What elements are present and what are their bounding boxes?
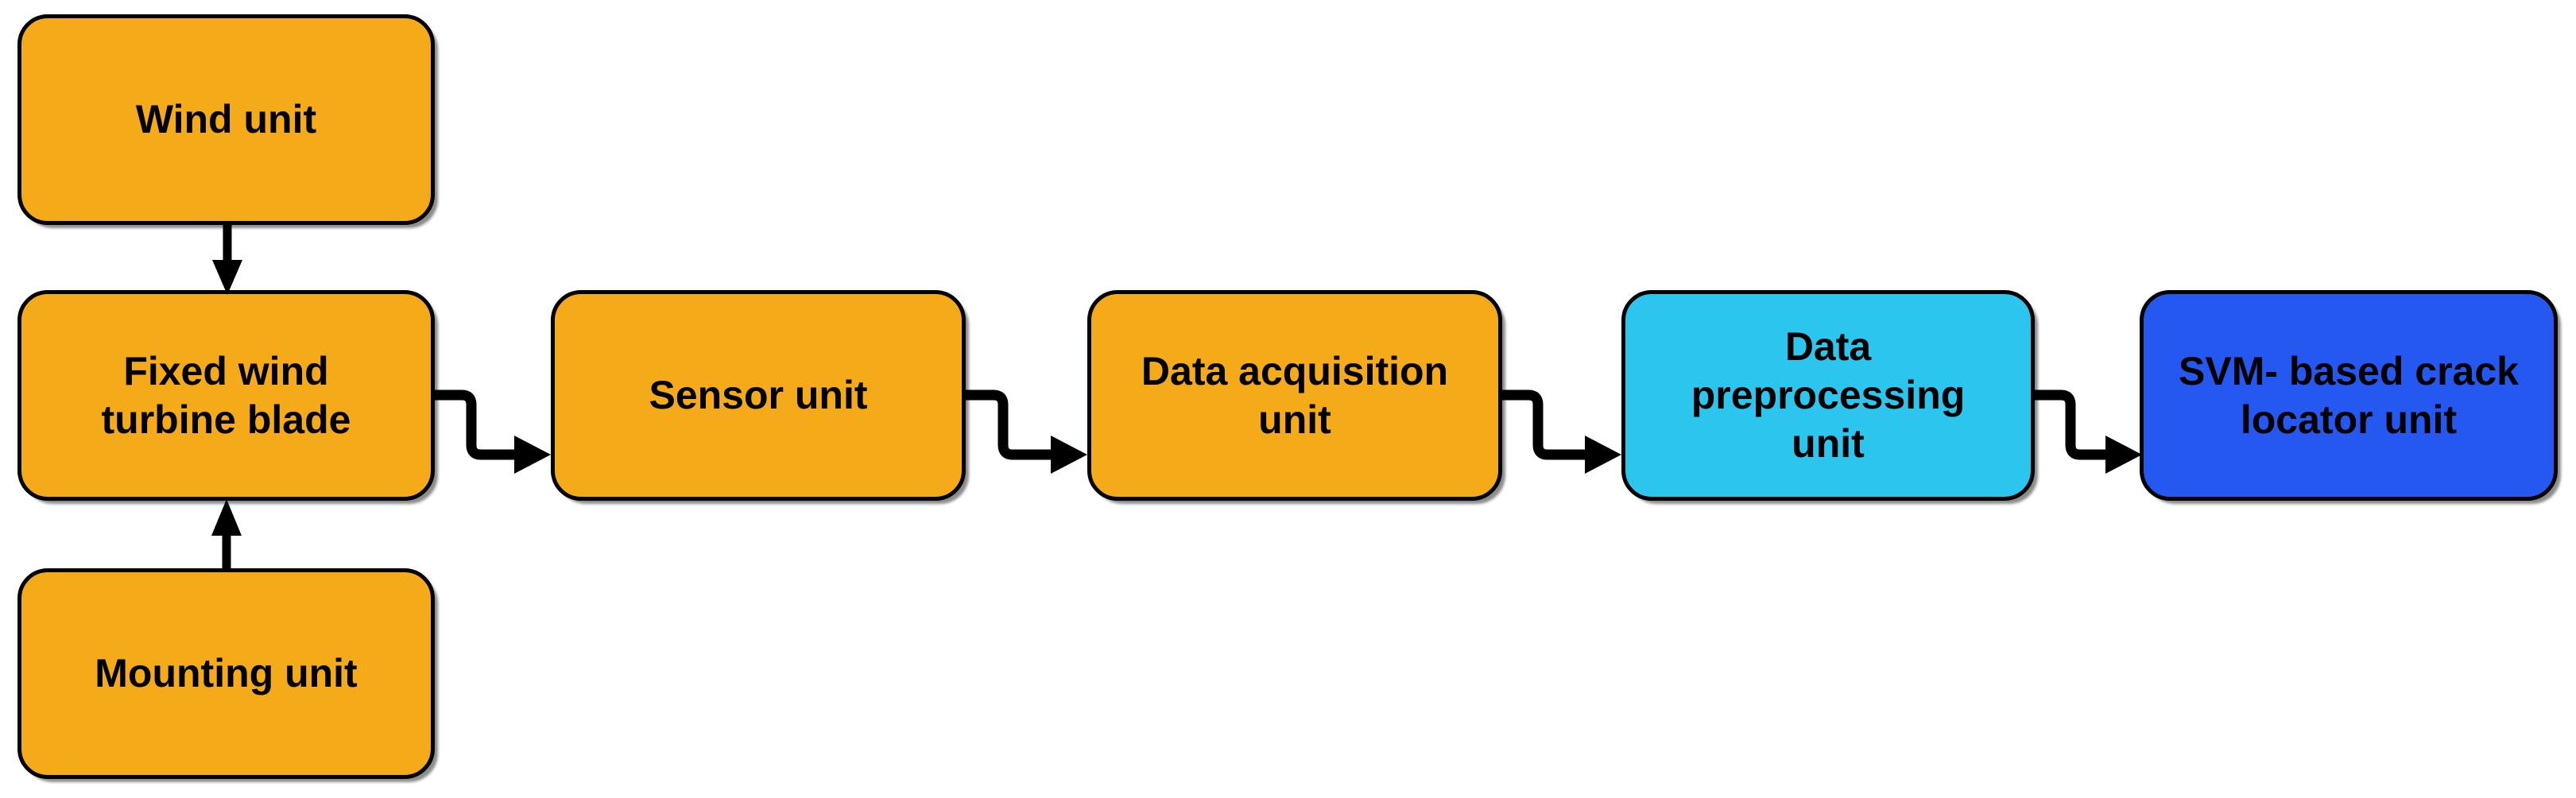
node-mounting-unit-label: Mounting unit [95, 651, 358, 695]
node-mounting-unit: Mounting unit [17, 568, 435, 779]
node-data-preprocessing-unit: Data preprocessing unit [1621, 290, 2035, 501]
node-data-preprocessing-unit-label: Data preprocessing unit [1691, 324, 1966, 466]
node-data-acquisition-unit: Data acquisition unit [1087, 290, 1502, 501]
node-fixed-wind-turbine-blade: Fixed wind turbine blade [17, 290, 435, 501]
node-svm-based-crack-locator-unit-label: SVM- based crack locator unit [2179, 348, 2519, 442]
step-arrow-icon-data-acquisition-to-preprocessing [1502, 389, 1621, 474]
node-svm-based-crack-locator-unit: SVM- based crack locator unit [2140, 290, 2558, 501]
arrow-up-icon-mounting-to-fixed-blade [211, 499, 242, 572]
node-sensor-unit-label: Sensor unit [649, 373, 868, 417]
node-fixed-wind-turbine-blade-label: Fixed wind turbine blade [101, 348, 351, 442]
node-sensor-unit: Sensor unit [551, 290, 966, 501]
node-wind-unit-label: Wind unit [135, 97, 317, 141]
arrow-down-icon-wind-to-fixed-blade [212, 225, 242, 295]
step-arrow-icon-preprocessing-to-svm-locator [2035, 389, 2142, 474]
step-arrow-icon-fixed-blade-to-sensor [435, 389, 551, 474]
node-wind-unit: Wind unit [17, 14, 435, 225]
node-data-acquisition-unit-label: Data acquisition unit [1141, 348, 1449, 442]
step-arrow-icon-sensor-to-data-acquisition [966, 389, 1087, 474]
